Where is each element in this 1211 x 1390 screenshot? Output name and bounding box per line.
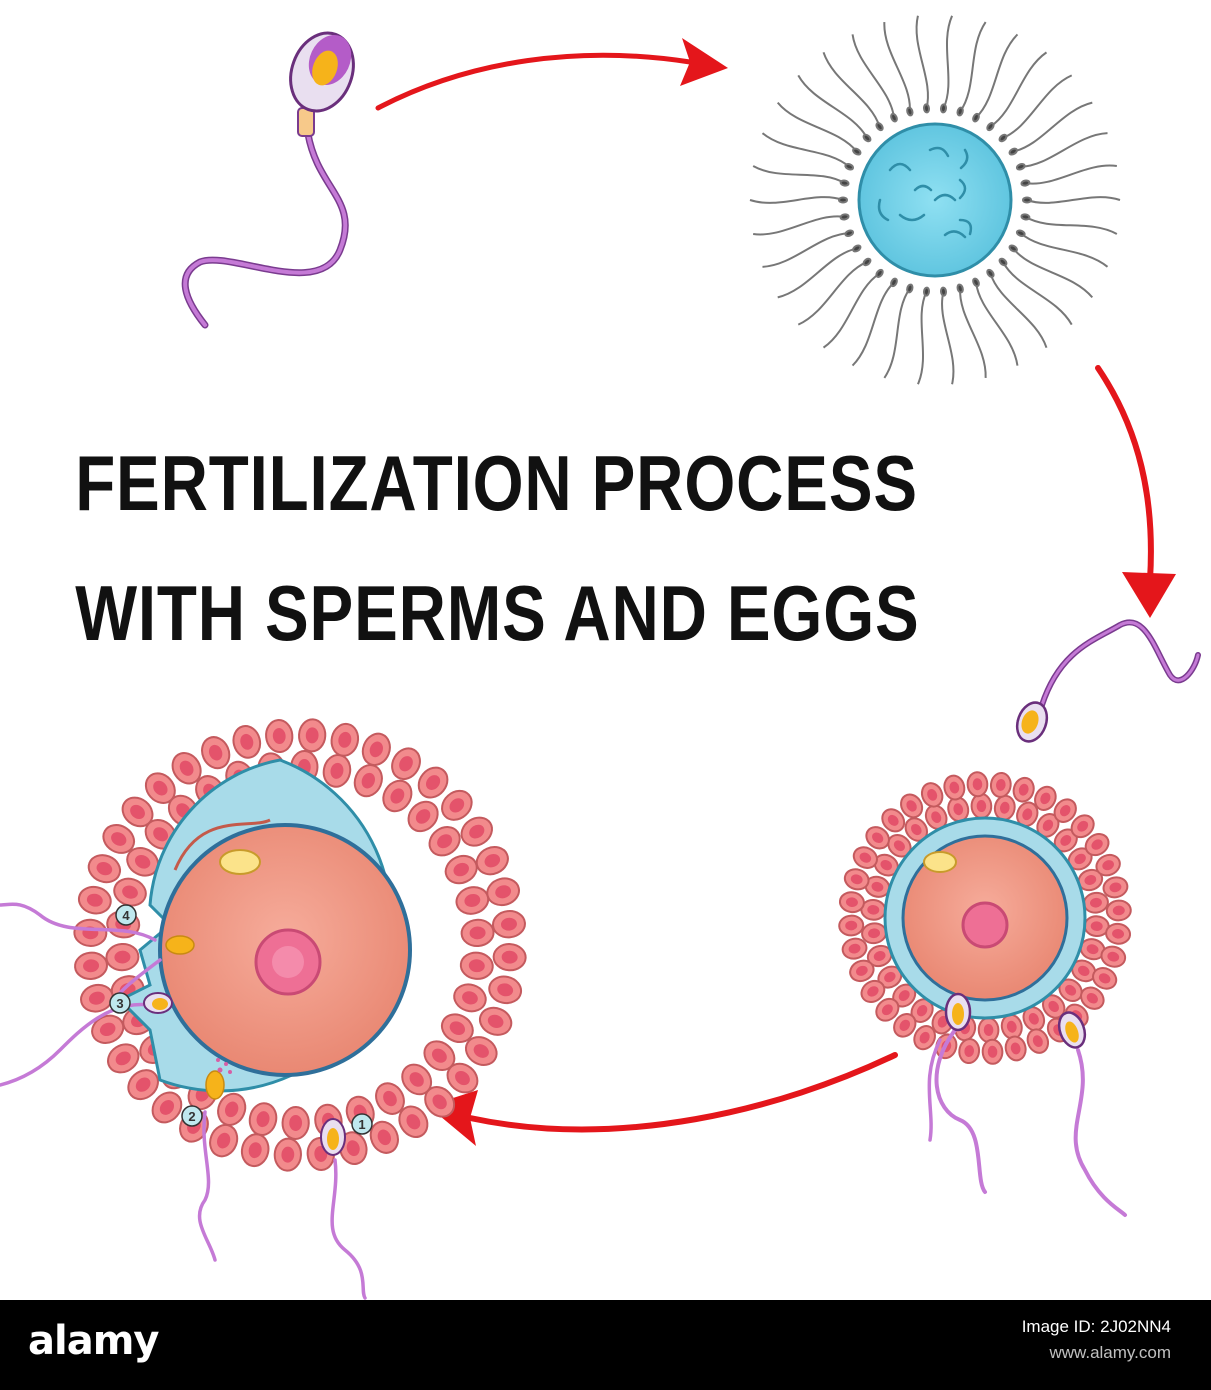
title-line-1: FERTILIZATION PROCESS (75, 439, 918, 527)
stage-label-2: 2 (181, 1105, 203, 1127)
arrow-1 (375, 38, 728, 111)
svg-text:4: 4 (122, 908, 130, 923)
image-id-block: Image ID: 2J02NN4 www.alamy.com (1022, 1314, 1171, 1366)
sperm-single (181, 31, 355, 329)
svg-text:2: 2 (188, 1109, 195, 1124)
sperm-approaching (1015, 619, 1201, 743)
egg-small (838, 771, 1132, 1217)
stage-label-1: 1 (351, 1113, 373, 1135)
website: www.alamy.com (1049, 1343, 1171, 1362)
arrow-3 (428, 1052, 898, 1146)
svg-text:1: 1 (358, 1117, 365, 1132)
image-id: Image ID: 2J02NN4 (1021, 1317, 1171, 1336)
title-line-2: WITH SPERMS AND EGGS (75, 569, 920, 657)
brand-logo: alamy (28, 1318, 159, 1364)
ovum-with-sperms (749, 15, 1121, 385)
egg-large: 4 3 2 1 (0, 718, 527, 1300)
footer-bar: alamy Image ID: 2J02NN4 www.alamy.com (0, 1300, 1211, 1390)
stage-label-4: 4 (115, 904, 137, 926)
arrow-2 (1095, 365, 1176, 618)
stage-label-3: 3 (109, 992, 131, 1014)
svg-text:3: 3 (116, 996, 123, 1011)
